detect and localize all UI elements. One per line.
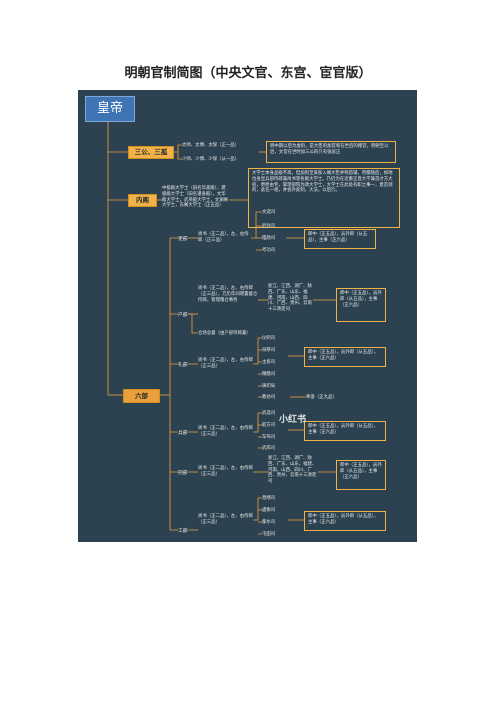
sub-office: 都水司 — [262, 520, 276, 525]
dept-xing: 刑部 — [178, 471, 188, 476]
connector-lines — [107, 121, 336, 535]
sub-office: 考功司 — [262, 248, 276, 253]
neige-note: 大学士本身品级不高，但加衔至某部入阁大臣并称首辅，然都随后，如地位身显兵部侍郎兼… — [248, 168, 400, 228]
liubu-node: 六部 — [123, 389, 160, 403]
officials-box: 郎中（正五品），员外郎（从五品），主事（正六品） — [304, 421, 386, 441]
sub-office: 精膳司 — [262, 372, 276, 377]
sub-office: 屯田司 — [262, 532, 276, 537]
sub-office: 仪制司 — [262, 336, 276, 341]
sangong-item: 太师、太傅、太保（正一品） — [182, 143, 240, 148]
sangong-note: 明中期以后为虚衔，是大臣的加官和在世后的赠官，明朝至以后，文官在世时加三公的只有… — [266, 141, 396, 163]
org-chart: 皇帝 三公、三孤 太师、太傅、太保（正一品） 少师、少傅、少保（从一品） 明中期… — [78, 90, 417, 542]
neige-node: 内阁 — [128, 194, 157, 207]
sub-office: 浙江、江西、湖广、陕西、广东、山东、福建、河南、山西、四川、广西、贵州、云南十三… — [268, 456, 317, 485]
sub-office: 虞衡司 — [262, 508, 276, 513]
dept-li: 吏部 — [178, 237, 188, 242]
sub-office: 稽勋司 — [262, 236, 276, 241]
dept-head: 尚书（正二品），左、右侍郎（正三品） — [198, 466, 253, 477]
officials-box: 郎中（正五品），员外郎（从五品），主事（正六品） — [336, 288, 386, 322]
watermark-logo: 小红书 — [279, 415, 307, 425]
sub-office: 车驾司 — [262, 435, 276, 440]
sub-office: 武库司 — [262, 446, 276, 451]
neige-members: 中极殿大学士（旧名华盖殿）、建极殿大学士（旧名谨身殿），文华殿大学士，武英殿大学… — [162, 186, 228, 209]
dept-head: 尚书（正二品），左、右侍郎（正三品） — [198, 358, 253, 369]
dept-head: 尚书（正二品），左、右侍郎（正三品） — [198, 514, 253, 525]
dept-head: 尚书（正二品），左、右侍郎（正三品），万历年间增置督仓侍郎，管理粮仓事务 — [198, 286, 258, 303]
sub-office: 主客司 — [262, 360, 276, 365]
sub-office: 浙江、江西、湖广、陕西、广东、山东、福建、河南、山西、四川、广西、贵州、云南十三… — [268, 284, 312, 313]
dept-head: 尚书（正二品），左、右侍郎（正三品） — [198, 426, 253, 437]
sangong-item: 少师、少傅、少保（从一品） — [182, 157, 240, 162]
extra-office: 仓场总督（由户部侍郎兼） — [198, 331, 251, 336]
sub-office: 教坊司 — [262, 395, 276, 400]
sub-office: 职方司 — [262, 423, 276, 428]
emperor-node: 皇帝 — [85, 96, 135, 122]
sangong-node: 三公、三孤 — [128, 146, 174, 159]
sub-office: 祠祭司 — [262, 348, 276, 353]
dept-head: 尚书（正二品），左、右侍郎（正三品） — [198, 232, 249, 243]
dept-ritual: 礼部 — [178, 363, 188, 368]
sub-office: 铸印局 — [262, 384, 276, 389]
officials-box: 郎中（正五品），员外郎（从五品），主事（正六品） — [304, 347, 386, 367]
sub-office: 验封司 — [262, 224, 276, 229]
extra-office: 奉銮（正九品） — [306, 395, 337, 400]
page-title: 明朝官制简图（中央文官、东宫、宦官版） — [124, 66, 372, 81]
sub-office: 武选司 — [262, 411, 276, 416]
dept-bing: 兵部 — [178, 431, 188, 436]
dept-gong: 工部 — [178, 529, 188, 534]
officials-box: 郎中（正五品），员外郎（从五品），主事（正六品） — [304, 229, 376, 249]
sub-office: 文选司 — [262, 210, 276, 215]
officials-box: 郎中（正五品），员外郎（从五品），主事（正六品） — [304, 511, 386, 531]
dept-hu: 户部 — [178, 313, 188, 318]
sub-office: 营缮司 — [262, 496, 276, 501]
officials-box: 郎中（正五品），员外郎（从五品），主事（正六品） — [336, 460, 386, 490]
